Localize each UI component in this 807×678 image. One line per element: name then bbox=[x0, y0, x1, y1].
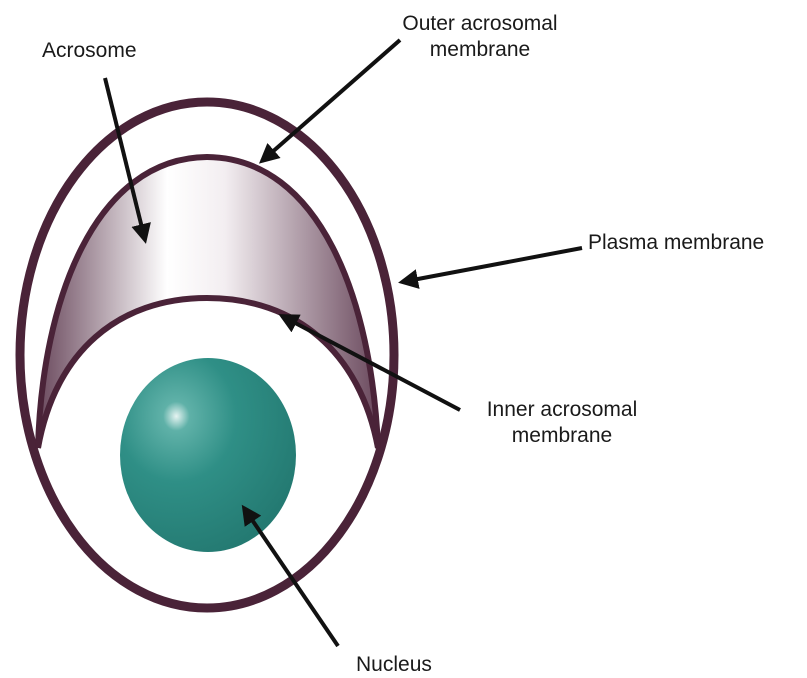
nucleus-label: Nucleus bbox=[356, 652, 432, 678]
inner-acrosomal-label-line1: Inner acrosomal bbox=[462, 397, 662, 423]
nucleus bbox=[120, 358, 296, 552]
inner-acrosomal-membrane-label: Inner acrosomal membrane bbox=[462, 397, 662, 449]
inner-acrosomal-label-line2: membrane bbox=[462, 423, 662, 449]
outer-acrosomal-membrane-label: Outer acrosomal membrane bbox=[374, 11, 586, 63]
outer-acrosomal-label-line2: membrane bbox=[374, 37, 586, 63]
outer-acrosomal-label-line1: Outer acrosomal bbox=[374, 11, 586, 37]
acrosome-label: Acrosome bbox=[42, 38, 137, 64]
plasma-membrane-label: Plasma membrane bbox=[588, 230, 764, 256]
plasma-membrane-arrow bbox=[402, 248, 582, 282]
